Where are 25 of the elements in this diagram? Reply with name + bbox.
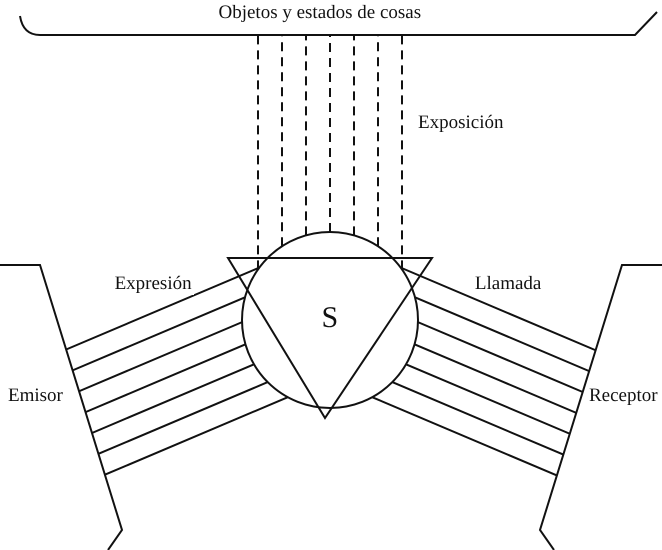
dashed-line: [257, 35, 259, 270]
node-label: Emisor: [8, 385, 63, 407]
line: [414, 343, 577, 414]
dashed-line: [329, 35, 331, 232]
line: [78, 321, 242, 392]
node-label: Objetos y estados de cosas: [218, 2, 422, 24]
line: [98, 381, 268, 455]
line: [104, 396, 288, 476]
line: [92, 363, 254, 434]
node-label: Receptor: [589, 385, 658, 407]
line: [406, 363, 570, 435]
line: [392, 381, 564, 456]
line: [414, 296, 590, 372]
edge-label: Expresión: [112, 272, 194, 295]
edge-label: Exposición: [416, 112, 506, 134]
dashed-line: [353, 35, 355, 236]
dashed-line: [401, 35, 403, 270]
line: [66, 266, 260, 350]
line: [372, 396, 558, 476]
line: [400, 266, 596, 352]
symbol-label: S: [322, 301, 338, 335]
line: [85, 343, 246, 414]
line: [72, 296, 246, 372]
dashed-line: [305, 35, 307, 236]
line: [418, 321, 584, 393]
